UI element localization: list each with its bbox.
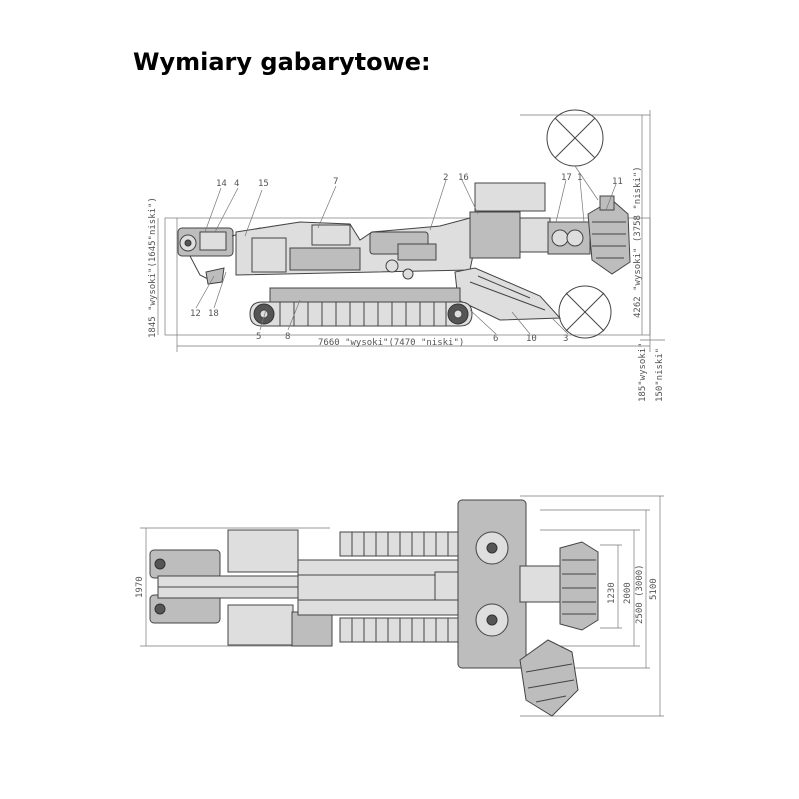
part-label: 12 bbox=[190, 309, 201, 319]
hydraulic-unit bbox=[227, 604, 294, 646]
track-upper-top bbox=[339, 531, 466, 557]
part-label: 6 bbox=[493, 334, 498, 344]
machine-body bbox=[235, 217, 476, 280]
length-dimension: 7660 "wysoki"(7470 "niski") bbox=[318, 338, 464, 348]
width-dimension: 1970 bbox=[135, 576, 145, 598]
part-label: 18 bbox=[208, 309, 219, 319]
track-lower-top bbox=[339, 617, 466, 643]
left-height-dimension: 1845 "wysoki"(1645"niski") bbox=[148, 197, 158, 338]
body-panel-1 bbox=[289, 247, 361, 271]
part-label: 10 bbox=[526, 334, 537, 344]
motor-housing bbox=[227, 529, 299, 573]
leader-lines bbox=[195, 179, 617, 335]
dimension-1230: 1230 bbox=[607, 582, 617, 604]
frame-center bbox=[297, 559, 459, 616]
motor-box bbox=[474, 182, 546, 212]
cutter-drums-top bbox=[519, 541, 599, 717]
gathering-table bbox=[457, 499, 527, 669]
part-label: 15 bbox=[258, 179, 269, 189]
part-label: 1 bbox=[577, 173, 582, 183]
crawler-track bbox=[249, 287, 473, 327]
part-label: 7 bbox=[333, 177, 338, 187]
cutter-drum bbox=[587, 199, 631, 275]
part-label: 8 bbox=[285, 332, 290, 342]
part-label: 14 bbox=[216, 179, 227, 189]
part-label: 4 bbox=[234, 179, 239, 189]
pick-cluster bbox=[599, 195, 615, 211]
lower-cutter-drum bbox=[519, 639, 579, 717]
gearbox bbox=[469, 211, 521, 259]
dimension-2500: 2500 (3000) bbox=[635, 564, 645, 624]
control-box bbox=[311, 224, 351, 246]
upper-arm-line bbox=[574, 165, 599, 201]
dimension-5100: 5100 bbox=[649, 578, 659, 600]
body-panel-2 bbox=[397, 243, 437, 261]
cutting-head-top bbox=[434, 499, 561, 669]
track-shoes bbox=[279, 302, 447, 326]
side-view: 14 4 15 7 2 16 17 1 11 12 18 5 8 6 10 3 … bbox=[148, 109, 665, 402]
part-label: 17 bbox=[561, 173, 572, 183]
dimension-2000: 2000 bbox=[623, 582, 633, 604]
rear-loader-arm bbox=[177, 227, 273, 285]
rear-loader-top bbox=[149, 549, 309, 624]
part-label: 3 bbox=[563, 334, 568, 344]
machine-body-top bbox=[227, 529, 459, 647]
ground-clearance-high: 185"wysoki" bbox=[638, 342, 648, 402]
page-title: Wymiary gabarytowe: bbox=[133, 48, 431, 76]
ground-clearance-low: 150"niski" bbox=[655, 348, 665, 402]
part-label: 5 bbox=[256, 332, 261, 342]
track-frame bbox=[269, 287, 461, 303]
electrical-box bbox=[291, 611, 333, 647]
part-label: 16 bbox=[458, 173, 469, 183]
part-label: 11 bbox=[612, 177, 623, 187]
right-height-dimension: 4262 "wysoki" (3758 "niski") bbox=[633, 166, 643, 318]
rear-housing bbox=[251, 237, 287, 273]
lower-drum-outline bbox=[558, 285, 612, 339]
cutting-boom bbox=[469, 182, 631, 275]
part-label: 2 bbox=[443, 173, 448, 183]
top-view: 1970 1230 2000 2500 (3000) 5100 bbox=[135, 495, 664, 717]
boom-top bbox=[519, 565, 561, 603]
